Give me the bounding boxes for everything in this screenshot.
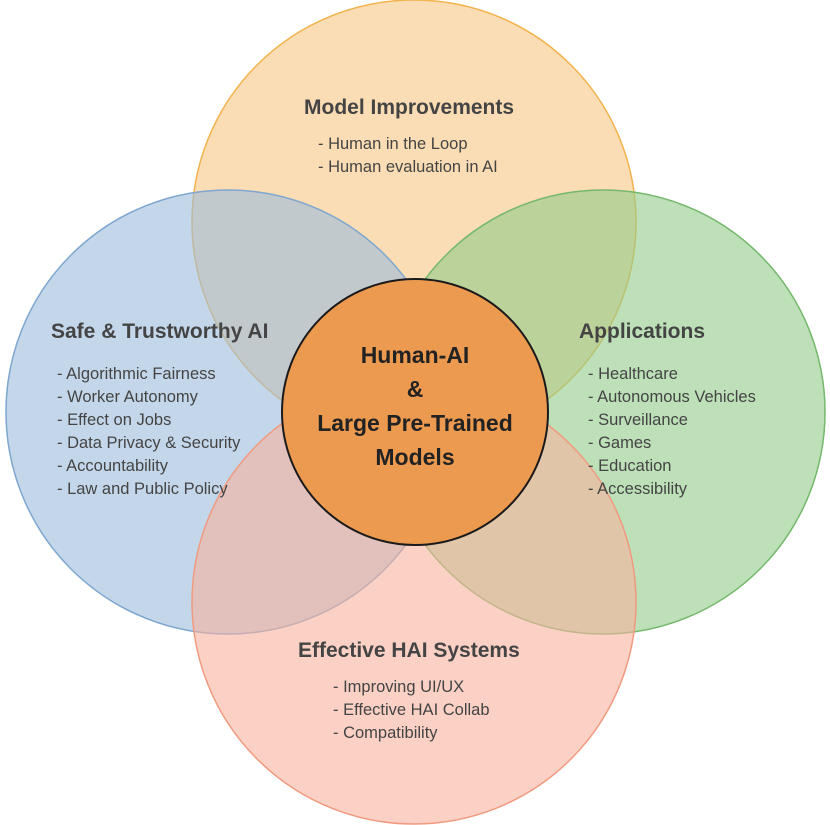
effective-hai-systems-title: Effective HAI Systems (298, 639, 520, 662)
center-line: Models (375, 444, 455, 470)
center-circle (281, 278, 549, 546)
center-line: Large Pre-Trained (317, 410, 513, 436)
list-item: - Data Privacy & Security (57, 434, 241, 452)
list-item: - Improving UI/UX (333, 678, 465, 696)
list-item: - Healthcare (588, 365, 678, 383)
list-item: - Autonomous Vehicles (588, 388, 756, 406)
applications-list: - Healthcare - Autonomous Vehicles - Sur… (588, 363, 756, 501)
list-item: - Education (588, 457, 672, 475)
center-line: Human-AI (360, 342, 470, 368)
safe-trustworthy-ai-title: Safe & Trustworthy AI (51, 320, 269, 343)
list-item: - Effective HAI Collab (333, 701, 490, 719)
list-item: - Worker Autonomy (57, 388, 198, 406)
list-item: - Human evaluation in AI (318, 158, 498, 176)
effective-hai-systems-list: - Improving UI/UX - Effective HAI Collab… (333, 676, 490, 745)
safe-trustworthy-ai-list: - Algorithmic Fairness - Worker Autonomy… (57, 363, 240, 501)
applications-title: Applications (579, 320, 706, 343)
list-item: - Human in the Loop (318, 135, 468, 153)
list-item: - Compatibility (333, 724, 438, 742)
list-item: - Surveillance (588, 411, 688, 429)
list-item: - Algorithmic Fairness (57, 365, 216, 383)
list-item: - Law and Public Policy (57, 480, 228, 498)
center-line: & (406, 376, 424, 402)
list-item: - Accountability (57, 457, 168, 475)
center-label: Human-AI & Large Pre-Trained Models (283, 338, 547, 474)
list-item: - Effect on Jobs (57, 411, 172, 429)
list-item: - Games (588, 434, 652, 452)
model-improvements-list: - Human in the Loop - Human evaluation i… (318, 133, 498, 179)
list-item: - Accessibility (588, 480, 688, 498)
model-improvements-title: Model Improvements (304, 96, 515, 119)
